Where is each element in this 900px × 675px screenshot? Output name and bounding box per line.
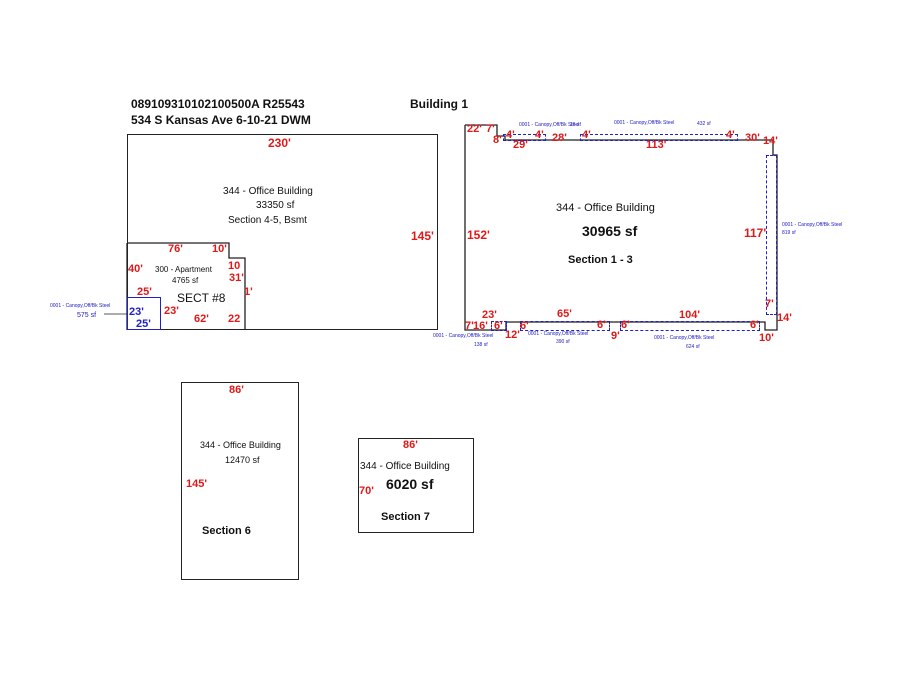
- b-dim-bl-f: 6': [520, 320, 529, 332]
- b-dim-tl-e: 29': [513, 139, 528, 151]
- canopy-b2-label: 0001 - Canopy,Off/Bk Steel: [528, 331, 589, 337]
- canopy-top-left-label: 0001 - Canopy,Off/Bk Steel: [519, 122, 580, 128]
- s7-section-name: Section 7: [381, 511, 430, 523]
- b-dim-tl-a: 22': [467, 123, 482, 135]
- apt-section-name: SECT #8: [177, 291, 226, 305]
- canopy-bottom-1: [491, 321, 507, 331]
- canopy-right: [766, 155, 777, 315]
- b-dim-left: 152': [467, 228, 490, 242]
- s7-area: 6020 sf: [386, 476, 434, 492]
- b-use: 344 - Office Building: [556, 202, 655, 214]
- s6-dim-left: 145': [186, 478, 207, 490]
- b-dim-tl-h: 4': [582, 129, 591, 141]
- b-dim-bl-b: 7': [465, 320, 474, 332]
- b-dim-bl-a: 23': [482, 309, 497, 321]
- canopy-top-right-area: 432 sf: [697, 121, 711, 127]
- canopy-bottom-2: [520, 321, 610, 331]
- s6-use: 344 - Office Building: [200, 440, 281, 450]
- apt-dim-r3: 1': [244, 286, 253, 298]
- canopy-top-left: [503, 134, 546, 141]
- canopy-top-right-label: 0001 - Canopy,Off/Bk Steel: [614, 120, 675, 126]
- b-dim-tr-b: 30': [745, 132, 760, 144]
- b-dim-b6: 6': [750, 319, 759, 331]
- b-dim-tr-c: 14': [763, 135, 778, 147]
- b-dim-br-b: 14': [777, 312, 792, 324]
- b-dim-b2: 6': [597, 319, 606, 331]
- canopy-top-left-area: 16 sf: [570, 122, 581, 128]
- section-6-outline: [181, 382, 299, 580]
- b-dim-br-c: 10': [759, 332, 774, 344]
- apt-dim-d2: 23': [164, 305, 179, 317]
- b-dim-b4: 9': [611, 330, 620, 342]
- b-dim-right: 117': [744, 226, 767, 240]
- dim-right: 145': [411, 229, 434, 243]
- apt-dim-bottom: 62': [194, 313, 209, 325]
- b-dim-tr-a: 4': [726, 129, 735, 141]
- area-label: 33350 sf: [256, 200, 295, 211]
- b-dim-top: 113': [646, 139, 667, 151]
- canopy-b3-area: 624 sf: [686, 344, 700, 350]
- b-dim-bl-c: 16': [473, 320, 488, 332]
- b-dim-bl-e: 12': [505, 329, 520, 341]
- canopy-small-area: 575 sf: [77, 312, 97, 319]
- canopy-b2-area: 390 sf: [556, 339, 570, 345]
- b-dim-b5: 104': [679, 309, 700, 321]
- s6-area: 12470 sf: [225, 455, 260, 465]
- apt-dim-top-b: 10': [212, 243, 227, 255]
- b-dim-tl-f: 4': [535, 129, 544, 141]
- b-area: 30965 sf: [582, 223, 638, 239]
- b-dim-b3: 6': [621, 319, 630, 331]
- canopy-right-label: 0001 - Canopy,Off/Bk Steel: [782, 222, 843, 228]
- dim-top: 230': [268, 136, 291, 150]
- b-dim-tl-d: 4': [506, 129, 515, 141]
- section-7-outline: [358, 438, 474, 533]
- s7-use: 344 - Office Building: [360, 461, 450, 472]
- canopy-right-area: 819 sf: [782, 230, 796, 236]
- apt-dim-r1: 10: [228, 260, 241, 272]
- apt-area: 4765 sf: [172, 276, 199, 285]
- s6-section-name: Section 6: [202, 525, 251, 537]
- b-dim-b1: 65': [557, 308, 572, 320]
- parcel-id: 089109310102100500A R25543: [131, 97, 305, 111]
- b-dim-tl-b: 7': [486, 123, 495, 135]
- section-name: Section 4-5, Bsmt: [228, 215, 307, 226]
- canopy-small-outline: [127, 297, 161, 330]
- section-4-5-outline: [127, 134, 438, 330]
- apt-dim-top-a: 76': [168, 243, 183, 255]
- b-dim-br-a: 7': [765, 298, 774, 310]
- apt-dim-br: 22: [228, 313, 241, 325]
- canopy-small-dim-h: 23': [129, 306, 144, 318]
- s7-dim-left: 70': [359, 485, 374, 497]
- b-dim-tl-g: 28': [552, 132, 567, 144]
- canopy-bottom-3: [620, 321, 760, 331]
- canopy-top-right: [580, 134, 738, 141]
- s6-dim-top: 86': [229, 384, 244, 396]
- canopy-b1-area: 138 sf: [474, 342, 488, 348]
- b-dim-tl-c: 8': [493, 134, 502, 146]
- b-section-name: Section 1 - 3: [568, 254, 633, 266]
- apt-dim-r2: 31': [229, 272, 244, 284]
- apt-dim-left: 40': [128, 263, 143, 275]
- use-label: 344 - Office Building: [223, 186, 313, 197]
- canopy-small-label: 0001 - Canopy,Off/Bk Steel: [50, 303, 111, 309]
- address-line: 534 S Kansas Ave 6-10-21 DWM: [131, 113, 311, 127]
- canopy-b3-label: 0001 - Canopy,Off/Bk Steel: [654, 335, 715, 341]
- apt-dim-d1: 25': [137, 286, 152, 298]
- apt-use: 300 - Apartment: [155, 265, 212, 274]
- s7-dim-top: 86': [403, 439, 418, 451]
- canopy-b1-label: 0001 - Canopy,Off/Bk Steel: [433, 333, 494, 339]
- building-label: Building 1: [410, 97, 468, 111]
- canopy-small-dim-w: 25': [136, 318, 151, 330]
- b-dim-bl-d: 6': [494, 320, 503, 332]
